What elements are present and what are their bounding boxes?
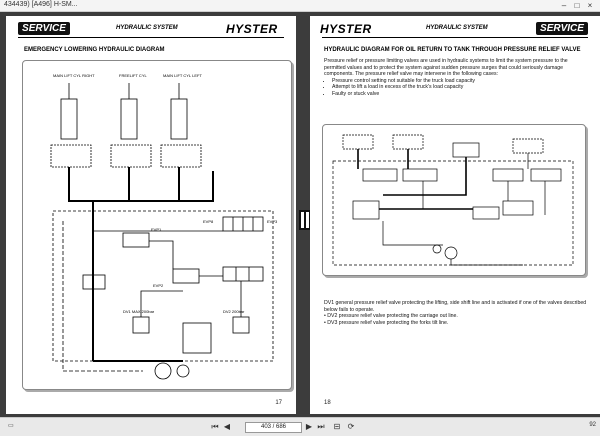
- service-badge: SERVICE: [18, 22, 70, 35]
- intro-paragraph: Pressure relief or pressure limiting val…: [324, 58, 568, 78]
- page-number-left: 17: [275, 400, 282, 406]
- view-mode-icon[interactable]: ⊟: [333, 422, 341, 431]
- label-cyl-right: MAIN LIFT CYL RIGHT: [53, 73, 95, 78]
- section-title: HYDRAULIC SYSTEM: [116, 25, 178, 31]
- bullet-item: Pressure control setting not suitable fo…: [332, 78, 588, 85]
- last-page-button[interactable]: ⏭: [317, 422, 325, 431]
- left-page: SERVICE HYDRAULIC SYSTEM HYSTER EMERGENC…: [6, 16, 296, 414]
- hyster-logo-right: HYSTER: [320, 22, 372, 36]
- page-number-right: 18: [324, 400, 331, 406]
- minimize-button[interactable]: –: [561, 1, 567, 10]
- bullet-item: Attempt to lift a load in excess of the …: [332, 84, 588, 91]
- next-page-button[interactable]: ▶: [305, 422, 313, 431]
- fit-page-icon[interactable]: ▭: [8, 423, 14, 429]
- window-title-bar: 434439) [A496] H-SM... – □ ×: [0, 0, 600, 12]
- page-number-input[interactable]: 403 / 686: [245, 422, 302, 433]
- document-viewer[interactable]: SERVICE HYDRAULIC SYSTEM HYSTER EMERGENC…: [0, 12, 600, 416]
- rotate-icon[interactable]: ⟳: [347, 422, 355, 431]
- label-evp8: EVP8: [203, 219, 214, 224]
- maximize-button[interactable]: □: [574, 1, 580, 10]
- service-badge-right: SERVICE: [536, 22, 588, 35]
- label-evp2: EVP2: [153, 283, 164, 288]
- close-button[interactable]: ×: [587, 1, 593, 10]
- page-heading: EMERGENCY LOWERING HYDRAULIC DIAGRAM: [24, 47, 165, 53]
- label-dv2: DV2 200bar: [223, 309, 245, 314]
- navigation-bar: ▭ ⏮ ◀ 403 / 686 ▶ ⏭ ⊟ ⟳ 92: [0, 417, 600, 436]
- footer-text-block: DV1 general pressure relief valve protec…: [324, 300, 588, 326]
- window-title: 434439) [A496] H-SM...: [4, 1, 78, 8]
- page-gutter-handle[interactable]: [299, 210, 311, 230]
- dv3-description: • DV3 pressure relief valve protecting t…: [324, 319, 449, 326]
- hyster-logo: HYSTER: [226, 22, 278, 36]
- hydraulic-schematic-left: MAIN LIFT CYL RIGHT FREELIFT CYL MAIN LI…: [50, 73, 278, 380]
- prev-page-button[interactable]: ◀: [223, 422, 231, 431]
- bullet-item: Faulty or stuck valve: [332, 91, 588, 98]
- emergency-lowering-diagram: MAIN LIFT CYL RIGHT FREELIFT CYL MAIN LI…: [22, 60, 292, 390]
- page-heading-right: HYDRAULIC DIAGRAM FOR OIL RETURN TO TANK…: [324, 47, 581, 53]
- zoom-level[interactable]: 92: [589, 422, 596, 428]
- header-rule-right: [322, 37, 588, 38]
- first-page-button[interactable]: ⏮: [211, 422, 219, 431]
- pressure-relief-diagram: [322, 124, 586, 276]
- label-cyl-left: MAIN LIFT CYL LEFT: [163, 73, 202, 78]
- bullet-list: Pressure control setting not suitable fo…: [324, 78, 588, 98]
- label-cyl-free: FREELIFT CYL: [119, 73, 147, 78]
- section-title-right: HYDRAULIC SYSTEM: [426, 25, 488, 31]
- label-evp1: EVP1: [151, 227, 162, 232]
- hydraulic-schematic-right: [332, 134, 574, 266]
- right-page: HYSTER HYDRAULIC SYSTEM SERVICE HYDRAULI…: [310, 16, 600, 414]
- dv2-description: • DV2 pressure relief valve protecting t…: [324, 313, 458, 320]
- label-evp3: EVP3: [267, 219, 278, 224]
- intro-text-block: Pressure relief or pressure limiting val…: [324, 58, 588, 98]
- label-dv1: DV1 MAX 200bar: [123, 309, 155, 314]
- dv1-description: DV1 general pressure relief valve protec…: [324, 300, 587, 313]
- header-rule: [18, 37, 284, 38]
